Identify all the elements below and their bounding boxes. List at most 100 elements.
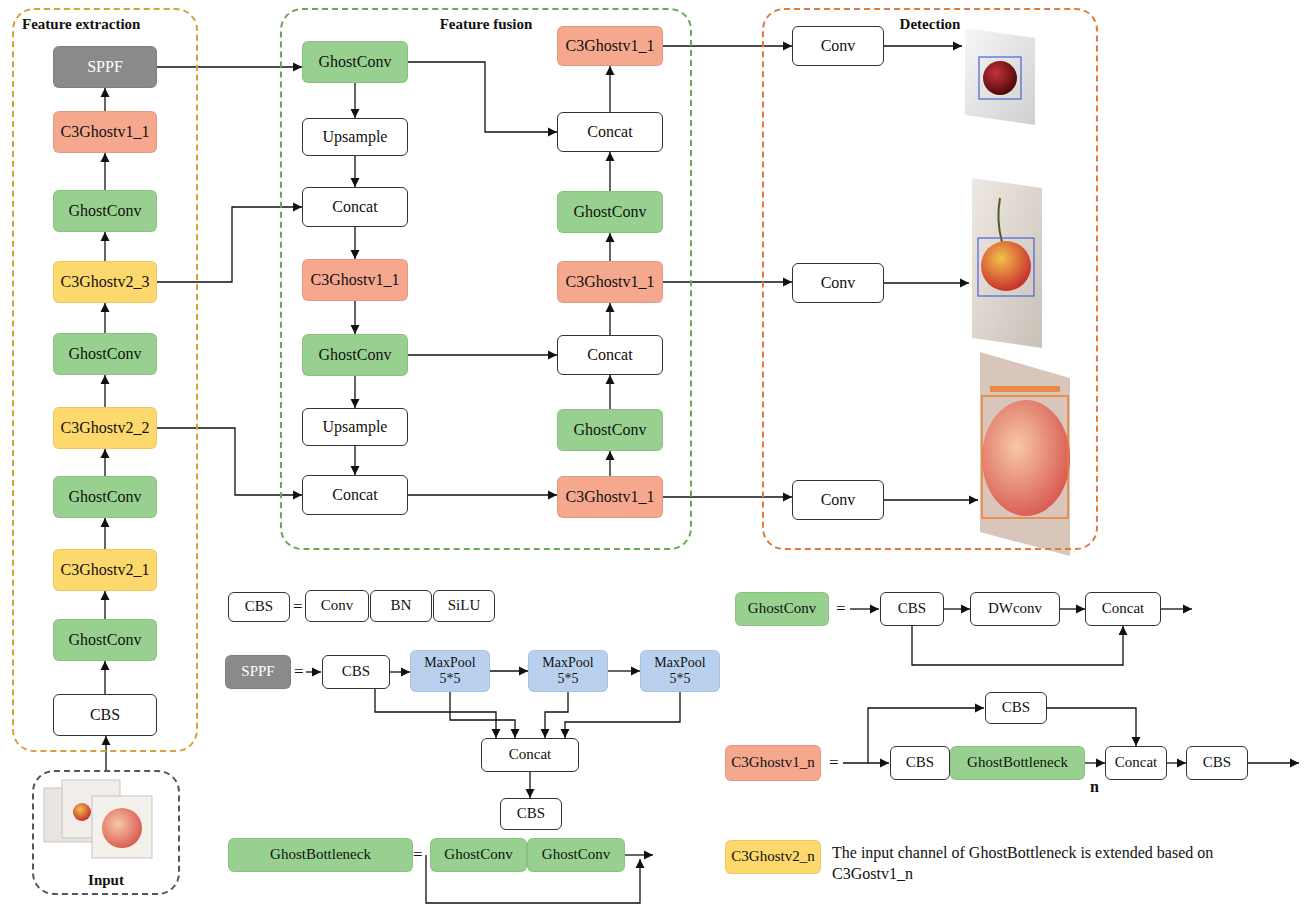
flow-arrow <box>609 233 610 261</box>
process-box: Concat <box>302 187 408 227</box>
module-box: SPPF <box>225 655 291 689</box>
group-heading: Input <box>88 872 124 889</box>
module-label: Conv <box>821 37 856 55</box>
flow-arrow <box>104 375 105 407</box>
module-label: DWconv <box>988 600 1042 617</box>
module-box: GhostConv <box>53 476 157 518</box>
flow-arrow <box>450 692 515 738</box>
process-box: CBS <box>53 694 157 736</box>
process-box: Conv <box>305 590 369 622</box>
group-panel: Input <box>32 770 180 895</box>
apple <box>982 400 1070 516</box>
flow-arrow <box>354 83 355 118</box>
module-label: GhostConv <box>69 488 142 506</box>
photo-ground <box>972 178 1042 348</box>
module-box: C3Ghostv1_1 <box>557 261 663 303</box>
module-label: Conv <box>321 597 354 614</box>
module-label: C3Ghostv2_n <box>731 848 814 865</box>
equals-sign: = <box>294 661 304 683</box>
flow-arrow <box>609 152 610 191</box>
module-label: SPPF <box>87 58 123 76</box>
process-box: Conv <box>792 263 884 303</box>
module-label: Concat <box>332 486 377 504</box>
flow-arrow <box>529 772 530 798</box>
flow-arrow <box>1060 608 1085 609</box>
bounding-box <box>978 238 1034 296</box>
module-label: C3Ghostv1_1 <box>311 271 400 289</box>
process-box: Upsample <box>302 408 408 446</box>
process-box: Concat <box>557 112 663 152</box>
module-label: CBS <box>906 754 934 771</box>
photo-ground <box>980 352 1070 556</box>
output-arrow <box>884 282 969 283</box>
module-label: C3Ghostv1_1 <box>566 488 655 506</box>
output-arrow <box>625 854 653 855</box>
input-photos <box>44 780 152 858</box>
group-panel: Feature fusionGhostConvUpsampleConcatC3G… <box>280 8 692 550</box>
module-label: Concat <box>1102 600 1145 617</box>
process-box: SiLU <box>433 590 495 622</box>
apple <box>102 808 142 848</box>
module-label: Concat <box>332 198 377 216</box>
module-box: GhostBottleneck <box>228 838 413 872</box>
group-heading: Feature fusion <box>440 16 533 33</box>
group-heading: Detection <box>900 16 961 33</box>
module-label: GhostConv <box>574 203 647 221</box>
module-label: C3Ghostv1_1 <box>566 273 655 291</box>
process-box: CBS <box>228 592 290 622</box>
process-box: Conv <box>792 26 884 66</box>
process-box: Concat <box>557 335 663 375</box>
cherry <box>983 61 1017 95</box>
process-box: BN <box>370 590 432 622</box>
input-arrow <box>850 608 879 609</box>
flow-arrow <box>609 451 610 476</box>
flow-arrow <box>663 45 792 46</box>
flow-arrow <box>944 608 970 609</box>
detection-photo-3 <box>980 352 1070 556</box>
plain-wires <box>306 46 1299 903</box>
equals-sign: = <box>836 598 846 620</box>
module-label: SiLU <box>448 597 481 614</box>
module-label: GhostConv <box>542 846 610 863</box>
repeat-count: n <box>1090 777 1099 798</box>
module-label: SPPF <box>241 663 274 680</box>
module-label: CBS <box>1002 699 1030 716</box>
output-arrow <box>884 499 978 500</box>
module-box: MaxPool 5*5 <box>640 650 720 692</box>
process-box: CBS <box>880 592 944 626</box>
process-box: CBS <box>890 746 950 780</box>
module-label: CBS <box>90 706 120 724</box>
flow-arrow <box>663 496 792 497</box>
flow-arrow <box>408 62 557 132</box>
flow-arrow <box>609 66 610 112</box>
module-label: GhostConv <box>69 202 142 220</box>
process-box: CBS <box>1186 746 1248 780</box>
output-arrow <box>884 45 962 46</box>
flow-arrow <box>375 689 496 738</box>
flow-arrow <box>1047 708 1136 746</box>
flow-arrow <box>354 446 355 475</box>
module-box: GhostConv <box>527 838 625 872</box>
group-panel: Feature extractionSPPFC3Ghostv1_1GhostCo… <box>12 8 198 752</box>
flow-arrow <box>104 303 105 333</box>
process-box: Concat <box>1085 592 1161 626</box>
module-box: C3Ghostv1_1 <box>302 259 408 301</box>
flow-arrow <box>1167 762 1186 763</box>
cherry-stem <box>998 198 1002 242</box>
flow-arrow <box>390 671 410 672</box>
module-label: C3Ghostv2_3 <box>61 273 150 291</box>
module-label: GhostBottleneck <box>967 754 1068 771</box>
photo-ground <box>965 28 1035 125</box>
module-label: CBS <box>342 663 370 680</box>
process-box: CBS <box>322 655 390 689</box>
module-box: C3Ghostv2_2 <box>53 407 157 449</box>
equals-sign: = <box>293 596 303 618</box>
process-box: Concat <box>481 738 579 772</box>
output-arrow <box>1161 608 1192 609</box>
bounding-box <box>979 57 1021 99</box>
module-label: C3Ghostv1_1 <box>566 37 655 55</box>
module-label: GhostConv <box>319 346 392 364</box>
flow-arrow <box>408 354 557 355</box>
bounding-box <box>982 396 1068 518</box>
module-label: CBS <box>1203 754 1231 771</box>
